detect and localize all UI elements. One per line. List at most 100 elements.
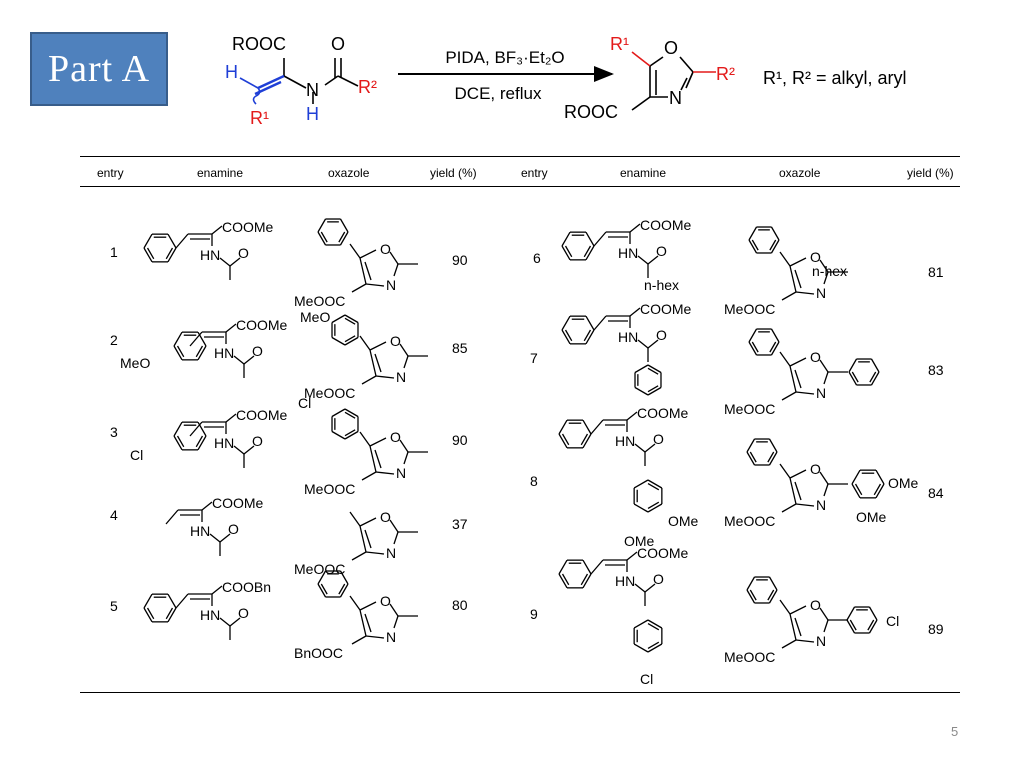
ester-label: COOMe — [640, 301, 692, 317]
ring-bond — [561, 231, 571, 247]
c5-substituent-bond — [779, 251, 791, 267]
carbonyl-bond — [647, 339, 659, 349]
ring-double-bond — [767, 451, 775, 463]
ring-bond — [339, 570, 349, 585]
oxazole-n-label: N — [816, 285, 826, 301]
ring-bond — [167, 233, 177, 249]
oxazole-bond — [389, 603, 399, 617]
oxazole-n-label: N — [386, 629, 396, 645]
ester-bond — [781, 291, 797, 301]
carbonyl-bond — [644, 443, 656, 453]
ester-bond — [781, 391, 797, 401]
ring-bond — [851, 469, 861, 485]
ring-bond — [768, 438, 778, 453]
entry-number: 2 — [110, 332, 118, 348]
ring-double-bond — [873, 483, 882, 496]
carbonyl-bond — [644, 583, 656, 593]
carbonyl-bond — [243, 355, 255, 365]
ester-bond — [361, 471, 377, 481]
ester-bond — [211, 225, 223, 235]
ring-bond — [317, 583, 327, 598]
ring-bond — [344, 408, 359, 418]
ring-bond — [846, 606, 856, 621]
ring-bond — [768, 576, 778, 591]
ring-double-bond — [146, 607, 155, 620]
oxazole-n-label: N — [386, 277, 396, 293]
ring-double-bond — [769, 341, 777, 353]
carbonyl-bond — [229, 617, 241, 627]
vinyl-bond — [590, 419, 604, 435]
sm-h: H — [225, 62, 238, 82]
oxazole-bond — [369, 349, 377, 377]
reaction-scheme: ROOC O H N H R² R¹ PIDA, BF₃·Et₂O DCE, r… — [225, 34, 907, 128]
oxazole-bond — [375, 471, 395, 475]
sm-n: N — [306, 80, 319, 100]
c5-substituent-bond — [779, 351, 791, 367]
oxazole-double-bond — [374, 353, 382, 373]
ring-double-bond — [647, 501, 660, 510]
oxazole-bond — [393, 263, 399, 277]
ring-bond — [770, 226, 780, 241]
ring-bond — [344, 336, 359, 346]
ester-bond — [781, 503, 797, 513]
ring-bond — [167, 593, 177, 609]
oxazole-bond — [359, 249, 377, 259]
ring-bond — [647, 619, 663, 629]
ester-bond — [629, 307, 641, 317]
carbonyl-o-label: O — [238, 245, 249, 261]
ring-double-bond — [561, 573, 570, 586]
ring-bond — [768, 451, 778, 466]
yield-value: 90 — [452, 252, 468, 268]
yield-value: 85 — [452, 340, 468, 356]
ring-bond — [875, 483, 885, 499]
oxazole-bond — [359, 525, 367, 553]
ester-label: COOMe — [236, 317, 288, 333]
oxazole-double-bond — [794, 617, 802, 637]
ring-bond — [770, 341, 780, 356]
yield-value: 37 — [452, 516, 468, 532]
amide-bond — [634, 443, 646, 453]
carbonyl-o-label: O — [252, 343, 263, 359]
oxazole-bond — [789, 257, 807, 267]
c5-substituent-bond — [349, 595, 361, 611]
product-bonds — [631, 51, 716, 111]
ring-bond — [143, 607, 153, 623]
ring-double-bond — [647, 622, 660, 631]
ester-bond — [781, 639, 797, 649]
vinyl-bond — [165, 509, 179, 525]
ring-bond — [748, 226, 758, 241]
hn-label: HN — [615, 433, 635, 449]
ring-bond — [582, 559, 592, 575]
oxazole-n-label: N — [396, 369, 406, 385]
ring-double-bond — [344, 411, 356, 419]
header-enamine-right: enamine — [620, 166, 667, 180]
ring-bond — [868, 606, 878, 621]
ring-bond — [633, 479, 649, 489]
ring-bond — [173, 435, 183, 451]
header-enamine-left: enamine — [197, 166, 244, 180]
ring-bond — [647, 503, 663, 513]
ring-double-bond — [580, 573, 589, 586]
ring-double-bond — [344, 335, 356, 343]
entry-number: 3 — [110, 424, 118, 440]
ring-bond — [167, 247, 177, 263]
carbonyl-bond — [219, 533, 231, 543]
oxazole-bond — [403, 451, 409, 465]
amide-bond — [233, 445, 245, 455]
oxazole-bond — [389, 519, 399, 533]
hn-label: HN — [615, 573, 635, 589]
amide-bond — [219, 257, 231, 267]
sm-r2: R² — [358, 77, 377, 97]
cl-label: Cl — [298, 395, 311, 411]
ring-bond — [875, 469, 885, 485]
ring-bond — [585, 329, 595, 345]
header-oxazole-right: oxazole — [779, 166, 821, 180]
r-group-note: R¹, R² = alkyl, aryl — [763, 68, 907, 88]
yield-value: 84 — [928, 485, 944, 501]
ring-bond — [848, 371, 858, 386]
ring-double-bond — [564, 329, 573, 342]
ring-bond — [197, 345, 207, 361]
part-label: Part A — [47, 48, 151, 90]
oxazole-o-label: O — [810, 461, 821, 477]
nhex-label: n-hex — [812, 263, 847, 279]
